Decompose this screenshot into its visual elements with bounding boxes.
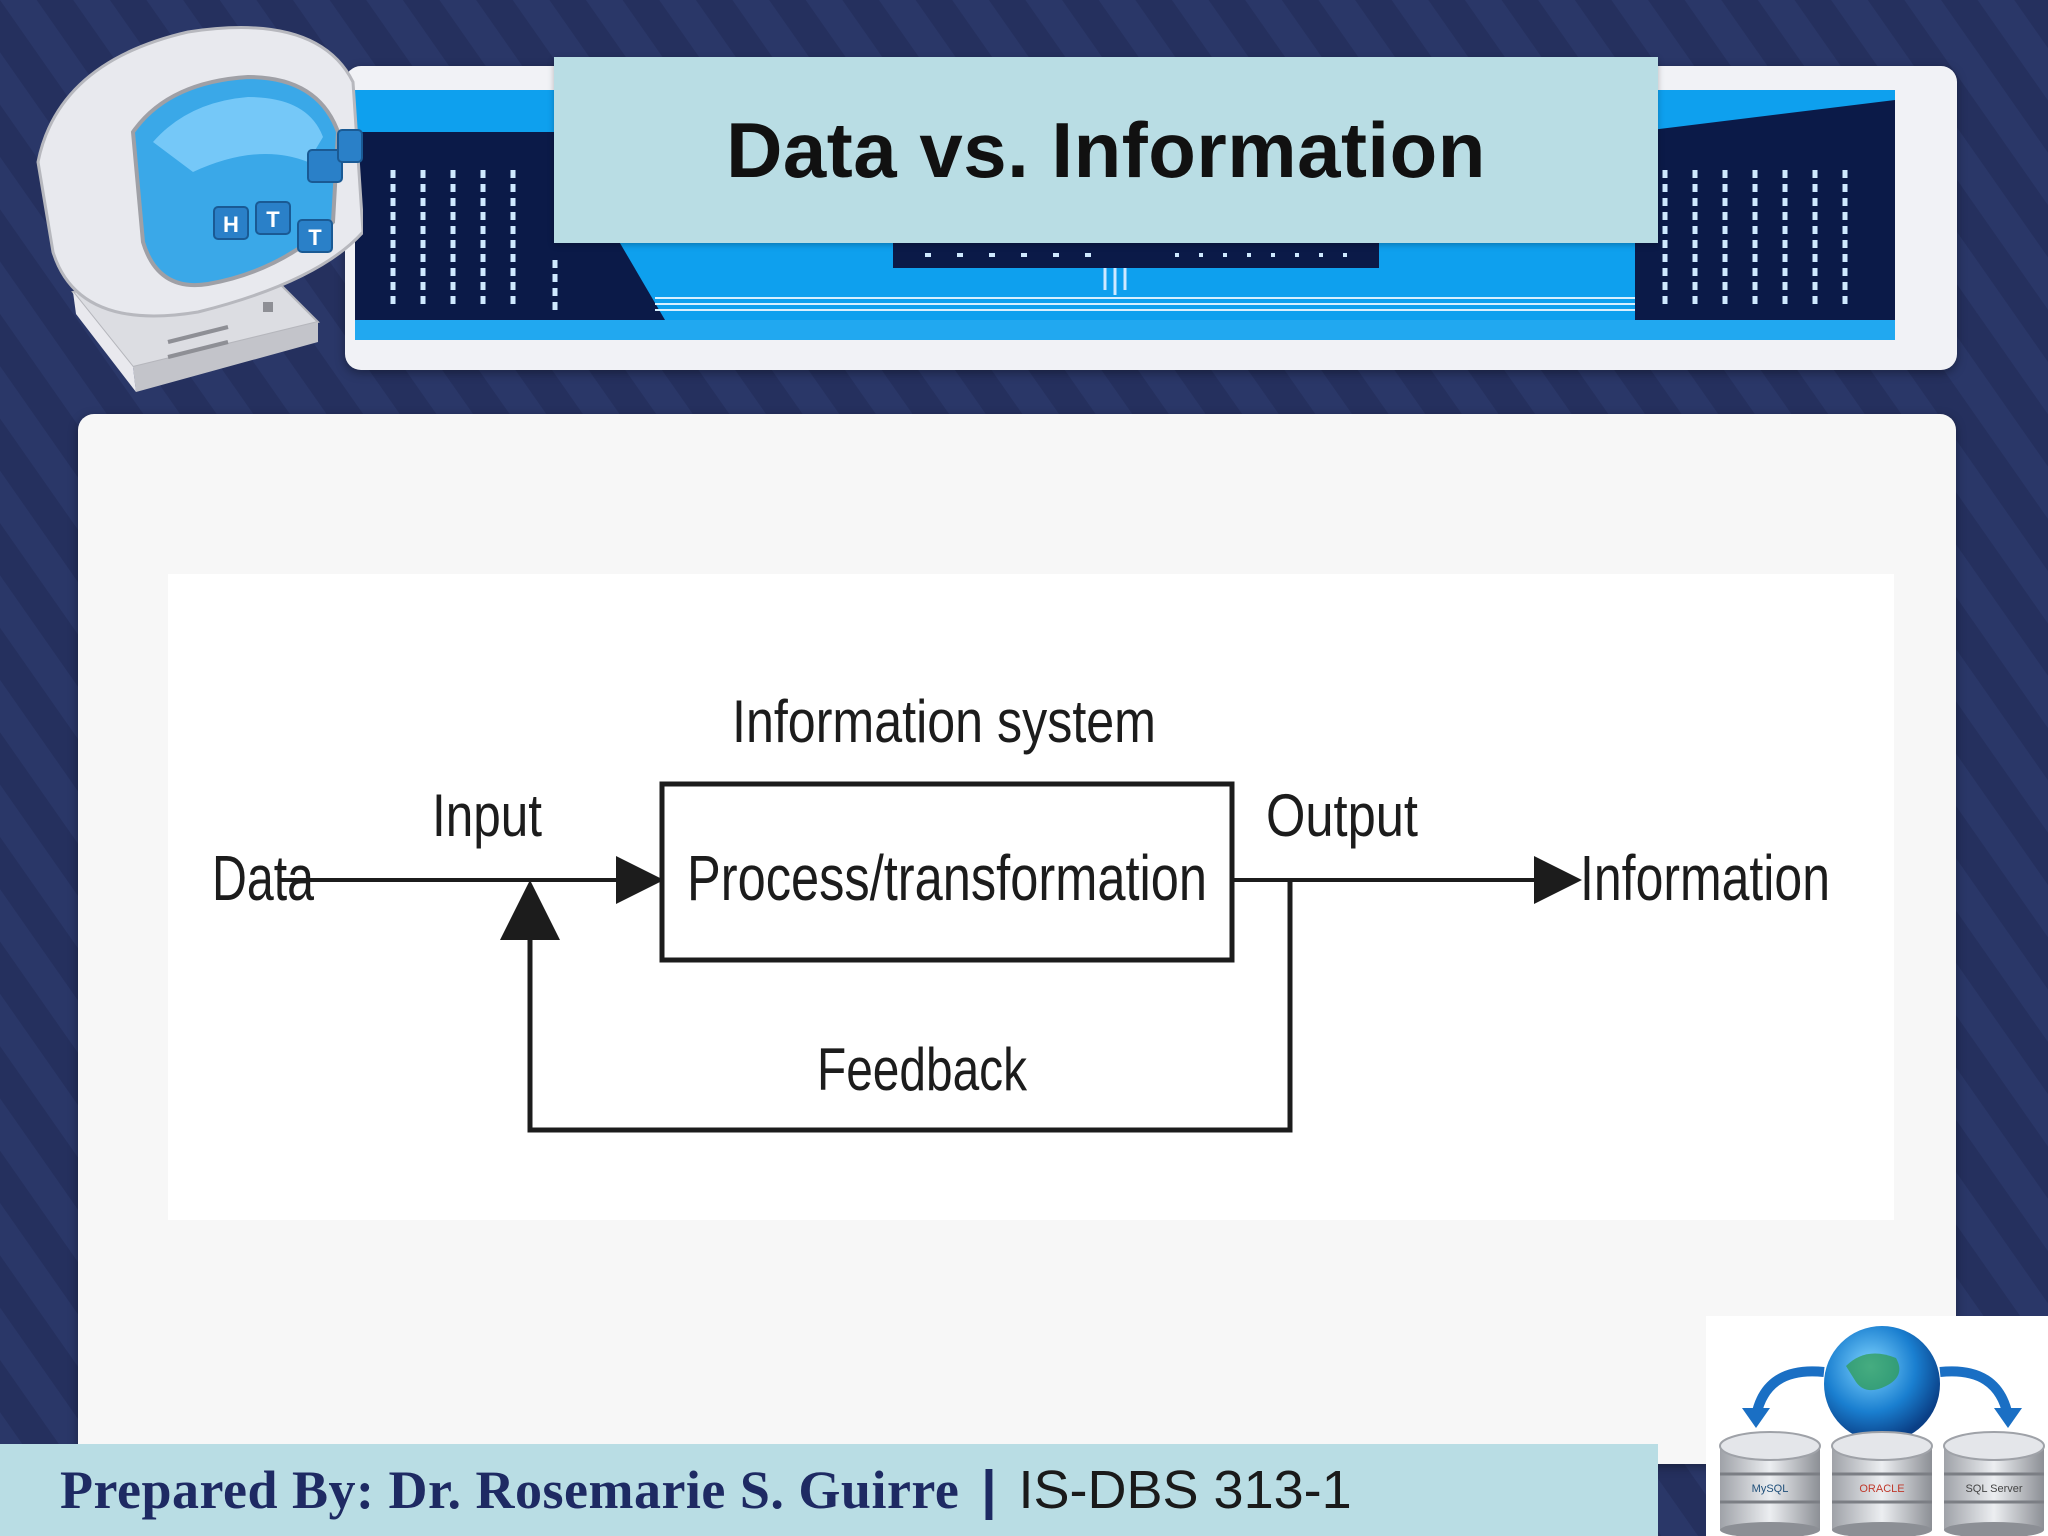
output-label: Output bbox=[1266, 782, 1418, 849]
system-label: Information system bbox=[732, 688, 1156, 755]
key-t1 bbox=[255, 201, 291, 235]
diagram-area: Information system Process/transformatio… bbox=[168, 574, 1894, 1220]
footer-bar: Prepared By: Dr. Rosemarie S. Guirre | I… bbox=[0, 1444, 1658, 1536]
information-label: Information bbox=[1580, 842, 1830, 914]
svg-text:T: T bbox=[308, 225, 322, 250]
oracle-logo: ORACLE bbox=[1859, 1483, 1904, 1495]
mysql-logo: MySQL bbox=[1752, 1483, 1789, 1495]
footer-author: Prepared By: Dr. Rosemarie S. Guirre bbox=[60, 1460, 960, 1520]
key-t2 bbox=[297, 219, 333, 253]
footer-separator: | bbox=[981, 1460, 997, 1520]
svg-text:H: H bbox=[223, 212, 239, 237]
feedback-loop bbox=[500, 880, 1293, 1133]
data-label: Data bbox=[212, 842, 314, 914]
sqlserver-logo: SQL Server bbox=[1965, 1483, 2022, 1495]
key-h bbox=[213, 206, 249, 240]
footer-course-code: IS-DBS 313-1 bbox=[1018, 1460, 1352, 1520]
arrow-right-icon bbox=[1939, 1366, 2013, 1418]
process-label: Process/transformation bbox=[687, 842, 1207, 914]
slide-title: Data vs. Information bbox=[726, 105, 1486, 194]
computer-icon: H T T bbox=[36, 26, 363, 392]
input-label: Input bbox=[432, 782, 542, 849]
database-clipart: MySQL ORACLE SQL Server bbox=[1706, 1316, 2048, 1536]
title-box: Data vs. Information bbox=[554, 57, 1658, 243]
svg-text:T: T bbox=[266, 207, 280, 232]
feedback-label: Feedback bbox=[817, 1036, 1028, 1103]
database-cylinders bbox=[1719, 1431, 2045, 1536]
system-diagram: Information system Process/transformatio… bbox=[212, 688, 1830, 1133]
arrow-left-icon bbox=[1751, 1366, 1825, 1418]
